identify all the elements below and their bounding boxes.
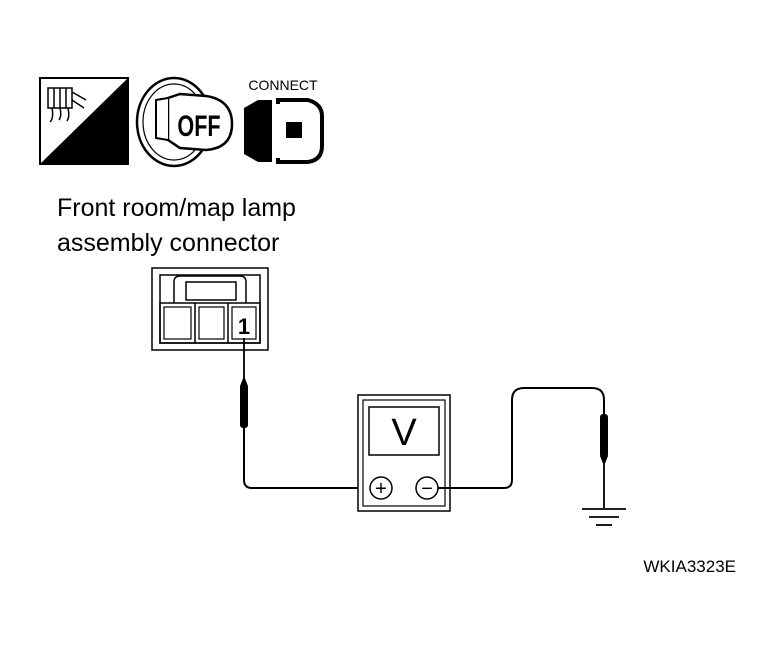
connect-icon: CONNECT [244,77,324,164]
positive-terminal [369,476,393,500]
reference-code: WKIA3323E [643,557,736,576]
positive-probe [240,338,248,428]
connector-caption-line1: Front room/map lamp [57,194,296,222]
harness-sign-label: H.S. [71,138,114,163]
negative-terminal-symbol: − [421,478,433,500]
connect-label: CONNECT [248,77,318,93]
voltmeter: V + − [357,394,451,512]
voltmeter-display [368,406,440,456]
harness-sign-icon: H.S. [39,77,129,165]
positive-terminal-symbol: + [375,478,387,500]
negative-probe [600,414,608,508]
voltmeter-unit-label: V [391,412,417,454]
positive-lead-wire [243,428,370,489]
terminal-number: 1 [238,314,250,339]
negative-lead-wire [438,387,605,489]
connector-face [151,267,269,351]
ignition-off-label: OFF [177,108,220,142]
ground-symbol [582,508,626,526]
connector-caption-line2: assembly connector [57,229,279,257]
ignition-off-icon: OFF [135,76,234,168]
